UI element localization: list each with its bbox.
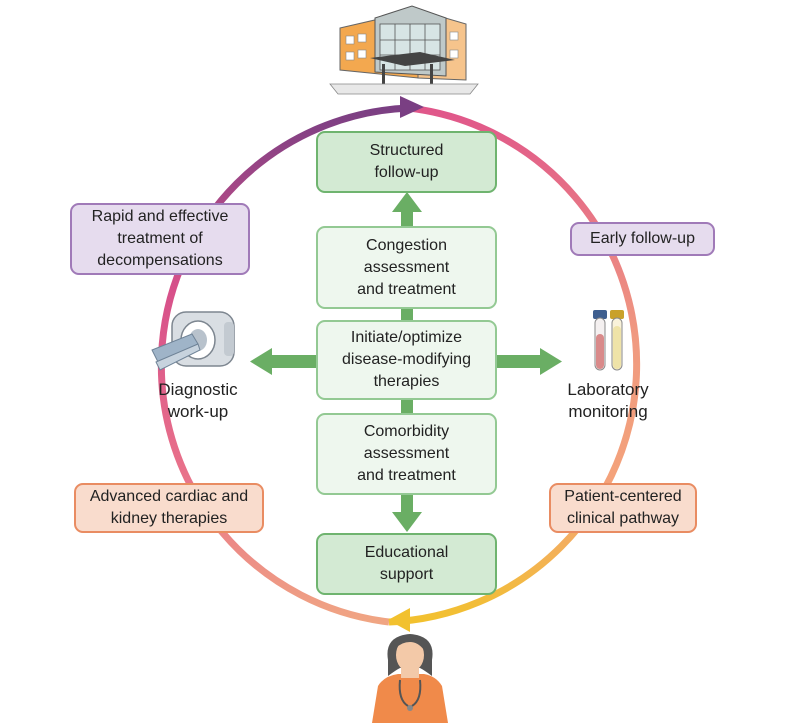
patient-centered-pathway-box: Patient-centered clinical pathway	[549, 483, 697, 533]
hospital-icon	[329, 5, 479, 95]
early-follow-up-box: Early follow-up	[570, 222, 715, 256]
green-arrows	[250, 192, 562, 532]
educational-support-box: Educational support	[316, 533, 497, 595]
clinician-icon	[372, 634, 448, 723]
ring-right-arc	[388, 104, 641, 626]
rapid-treatment-box: Rapid and effective treatment of decompe…	[70, 203, 250, 275]
ring-arrowhead-bottom	[388, 608, 410, 632]
ring-arrowhead-top	[400, 96, 424, 118]
congestion-assessment-box: Congestion assessment and treatment	[316, 226, 497, 309]
test-tubes-icon	[593, 310, 624, 371]
initiate-optimize-therapies-box: Initiate/optimize disease-modifying ther…	[316, 320, 497, 400]
laboratory-monitoring-label: Laboratory monitoring	[567, 380, 649, 421]
advanced-therapies-box: Advanced cardiac and kidney therapies	[74, 483, 264, 533]
comorbidity-assessment-box: Comorbidity assessment and treatment	[316, 413, 497, 495]
diagnostic-work-up-label: Diagnostic work-up	[158, 380, 238, 421]
structured-follow-up-box: Structured follow-up	[316, 131, 497, 193]
ct-scanner-icon	[151, 311, 235, 371]
